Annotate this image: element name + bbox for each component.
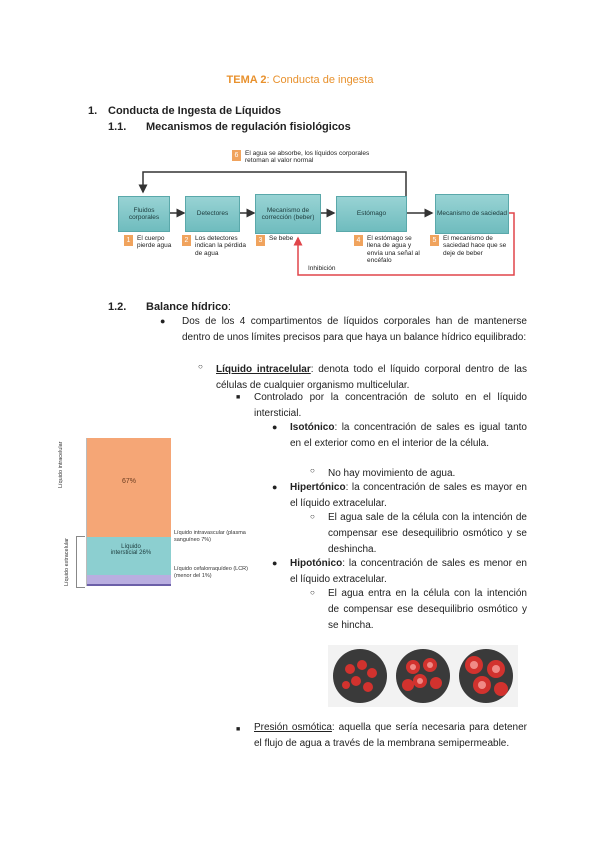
stack-segment-intracelular: [87, 438, 171, 537]
bullet-square: ■: [236, 394, 241, 401]
red-blood-cells-image: [328, 645, 518, 707]
subsection-heading-1-2: 1.2.Balance hídrico:: [108, 301, 231, 313]
diagram-arrows: [138, 171, 515, 276]
bullet-circle: ○: [310, 466, 315, 475]
box-estomago: Estómago: [336, 196, 407, 232]
box-mecanismo-saciedad: Mecanismo de saciedad: [435, 194, 509, 234]
stack-segment-plasma: [87, 575, 171, 584]
label-lcr: Líquido cefalorraquídeo (LCR) (menor del…: [174, 566, 248, 579]
paragraph-presion-osmotica: Presión osmótica: aquella que sería nece…: [254, 722, 528, 749]
paragraph-hipo-sub: El agua entra en la célula con la intenc…: [328, 588, 527, 631]
bullet-circle: ○: [198, 362, 203, 371]
side-label-extra: Líquido extracelular: [64, 537, 70, 586]
box-fluidos: Fluidos corporales: [118, 196, 170, 232]
stack-segment-intersticial: [87, 537, 171, 575]
stack-segment-lcr: [87, 584, 171, 586]
extra-bracket: [76, 536, 85, 588]
label-plasma: Líquido intravascular (plasma sanguíneo …: [174, 530, 246, 543]
bullet-dot: ●: [160, 316, 166, 326]
bullet-dot: ●: [272, 558, 278, 568]
paragraph-compartimentos: Dos de los 4 compartimentos de líquidos …: [182, 316, 527, 343]
bullet-circle: ○: [310, 512, 315, 521]
box-mecanismo-correccion: Mecanismo de corrección (beber): [255, 194, 321, 234]
paragraph-hipotonico: Hipotónico: la concentración de sales es…: [290, 558, 527, 585]
document-title: TEMA 2: Conducta de ingesta: [226, 74, 374, 86]
paragraph-controlado: Controlado por la concentración de solut…: [254, 392, 527, 419]
box-detectores: Detectores: [185, 196, 240, 232]
stack-bar: 67% Líquido intersticial 26%: [86, 438, 171, 586]
bullet-square: ■: [236, 726, 241, 733]
paragraph-liquido-intracelular: Líquido intracelular: denota todo el líq…: [216, 364, 527, 391]
paragraph-iso-sub: No hay movimiento de agua.: [328, 468, 456, 479]
inhibition-label: Inhibición: [308, 265, 336, 272]
paragraph-hipertonico: Hipertónico: la concentración de sales e…: [290, 482, 527, 509]
side-label-intra: Líquido intracelular: [58, 441, 64, 488]
bullet-dot: ●: [272, 482, 278, 492]
interstitial-label: Líquido intersticial 26%: [110, 544, 152, 556]
bullet-dot: ●: [272, 422, 278, 432]
paragraph-isotonico: Isotónico: la concentración de sales es …: [290, 422, 527, 449]
bullet-circle: ○: [310, 588, 315, 597]
intracellular-pct: 67%: [121, 478, 136, 485]
subsection-heading-1-1: 1.1.Mecanismos de regulación fisiológico…: [108, 121, 351, 133]
paragraph-hiper-sub: El agua sale de la célula con la intenci…: [328, 512, 527, 555]
section-heading: 1.Conducta de Ingesta de Líquidos: [88, 105, 281, 117]
red-blood-cells-illustration: [333, 649, 513, 703]
